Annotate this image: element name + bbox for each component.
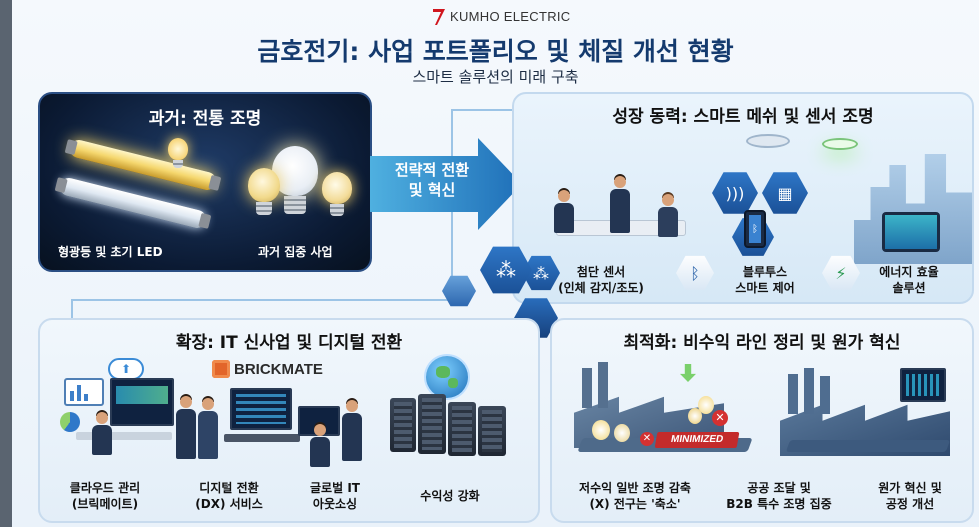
optimization-item-2-line1: 공공 조달 및 — [747, 481, 811, 495]
led-bulb-right-icon — [322, 172, 352, 216]
expansion-item-1-line1: 클라우드 관리 — [69, 481, 141, 495]
smartphone-icon: ᛒ — [744, 210, 766, 248]
energy-icon: ⚡ — [835, 263, 847, 283]
chimney-2 — [598, 362, 608, 408]
ceiling-sensor-light-icon — [746, 134, 790, 148]
network-icon: ⁂ — [533, 263, 549, 283]
optimization-item-3: 원가 혁신 및 공정 개선 — [852, 480, 968, 512]
led-bulb-large-icon — [272, 146, 318, 214]
growth-title: 성장 동력: 스마트 메쉬 및 센서 조명 — [612, 107, 874, 127]
minimized-label: MINIMIZED — [670, 434, 725, 445]
dx-monitor — [230, 388, 292, 430]
reject-x-icon: ✕ — [712, 410, 728, 426]
optimization-item-2: 공공 조달 및 B2B 특수 조명 집중 — [706, 480, 852, 512]
bluetooth-hex: ᛒ — [676, 255, 714, 291]
ceiling-light-right-icon — [822, 138, 858, 150]
expansion-item-2-line1: 디지털 전환 — [199, 481, 259, 495]
pie-chart-icon — [60, 412, 80, 432]
past-left-label: 형광등 및 초기 LED — [58, 245, 163, 259]
led-bulb-left-icon — [248, 168, 280, 215]
past-title: 과거: 전통 조명 — [148, 109, 262, 129]
globe-icon — [426, 356, 468, 398]
past-panel: 과거: 전통 조명 형광등 및 초기 LED 과거 집중 사업 — [38, 92, 372, 272]
chart-window-icon — [64, 378, 104, 406]
expansion-item-4-line1: 수익성 강화 — [420, 489, 480, 503]
tablet-icon — [882, 212, 940, 252]
dx-keyboard — [224, 434, 300, 442]
chimney-4 — [804, 368, 814, 414]
transition-label: 전략적 전환 및 혁신 — [372, 160, 492, 200]
down-arrow-icon — [680, 364, 696, 382]
optimization-item-3-line1: 원가 혁신 및 — [878, 481, 942, 495]
chimney-1 — [582, 368, 592, 408]
growth-item-3-line2: 솔루션 — [892, 281, 926, 295]
optimization-item-1: 저수익 일반 조명 감축 (X) 전구는 '축소' — [560, 480, 710, 512]
brand-name: KUMHO ELECTRIC — [450, 8, 571, 24]
bulb-row-icon — [592, 420, 610, 440]
growth-item-2: 블루투스 스마트 제어 — [710, 264, 820, 296]
brand-logo: KUMHO ELECTRIC — [432, 6, 571, 26]
growth-item-2-line2: 스마트 제어 — [735, 281, 795, 295]
expansion-item-3-line1: 글로벌 IT — [310, 481, 360, 495]
bulb-row-2-icon — [614, 424, 630, 442]
server-rack-3 — [448, 402, 476, 456]
optimization-item-1-line2: (X) 전구는 '축소' — [589, 497, 681, 511]
server-rack-1 — [390, 398, 416, 452]
wifi-icon: ))) — [725, 183, 745, 203]
growth-item-1: 첨단 센서 (인체 감지/조도) — [536, 264, 666, 296]
expansion-panel: 확장: IT 신사업 및 디지털 전환 BRICKMATE ⬆ — [38, 318, 540, 523]
expansion-item-1: 클라우드 관리 (브릭메이트) — [50, 480, 160, 512]
page-title: 금호전기: 사업 포트폴리오 및 체질 개선 현황 — [257, 37, 734, 66]
growth-item-1-line1: 첨단 센서 — [576, 265, 626, 279]
dashboard-monitor — [110, 378, 174, 426]
brickmate-logo: BRICKMATE — [212, 360, 323, 378]
desk-left — [76, 432, 172, 440]
brickmate-name: BRICKMATE — [234, 360, 323, 378]
chimney-5 — [820, 376, 830, 414]
brickmate-logo-icon — [212, 360, 230, 378]
transition-label-line2: 및 혁신 — [408, 181, 456, 199]
bulb-small-2-icon — [688, 408, 702, 424]
growth-panel: 성장 동력: 스마트 메쉬 및 센서 조명 ))) ▦ ◉ ᛒ — [512, 92, 974, 304]
optimization-item-1-line1: 저수익 일반 조명 감축 — [579, 481, 691, 495]
expansion-item-2-line2: (DX) 서비스 — [195, 497, 263, 511]
pipe-network — [785, 440, 951, 452]
bulb-small-1-icon — [698, 396, 714, 414]
expansion-title: 확장: IT 신사업 및 디지털 전환 — [175, 333, 403, 353]
server-rack-4 — [478, 406, 506, 456]
infographic: KUMHO ELECTRIC 금호전기: 사업 포트폴리오 및 체질 개선 현황… — [12, 0, 979, 527]
minimized-badge: MINIMIZED — [654, 432, 740, 448]
transition-label-line1: 전략적 전환 — [394, 161, 470, 179]
page-subtitle: 스마트 솔루션의 미래 구축 — [412, 68, 579, 86]
wifi-sensor-hex: ))) — [712, 172, 758, 214]
small-bulb-icon — [168, 138, 188, 168]
control-panel-screen — [900, 368, 946, 402]
cloud-upload-icon: ⬆ — [108, 358, 144, 380]
kumho-logo-icon — [432, 6, 446, 26]
expansion-item-3-line2: 아웃소싱 — [312, 497, 358, 511]
growth-item-1-line2: (인체 감지/조도) — [558, 281, 644, 295]
sensor-chip-hex: ▦ — [762, 172, 808, 214]
expansion-item-2: 디지털 전환 (DX) 서비스 — [174, 480, 284, 512]
bluetooth-icon: ᛒ — [690, 263, 700, 283]
expansion-item-4: 수익성 강화 — [390, 488, 510, 504]
transition-arrow-icon — [370, 138, 522, 230]
past-right-label: 과거 집중 사업 — [258, 245, 333, 259]
growth-item-2-line1: 블루투스 — [742, 265, 788, 279]
optimization-title: 최적화: 비수익 라인 정리 및 원가 혁신 — [623, 333, 901, 353]
optimization-item-2-line2: B2B 특수 조명 집중 — [726, 497, 832, 511]
expansion-item-3: 글로벌 IT 아웃소싱 — [280, 480, 390, 512]
optimization-item-3-line2: 공정 개선 — [885, 497, 935, 511]
chimney-3 — [788, 374, 798, 414]
reject-x-2-icon: ✕ — [640, 432, 654, 446]
expansion-item-1-line2: (브릭메이트) — [71, 497, 139, 511]
network-nodes-icon: ⁂ — [496, 258, 516, 282]
growth-item-3-line1: 에너지 효율 — [879, 265, 939, 279]
server-rack-2 — [418, 394, 446, 454]
chip-icon: ▦ — [777, 183, 793, 203]
growth-item-3: 에너지 효율 솔루션 — [854, 264, 964, 296]
optimization-panel: 최적화: 비수익 라인 정리 및 원가 혁신 ✕ ✕ MINIMIZED 저수익… — [550, 318, 974, 523]
